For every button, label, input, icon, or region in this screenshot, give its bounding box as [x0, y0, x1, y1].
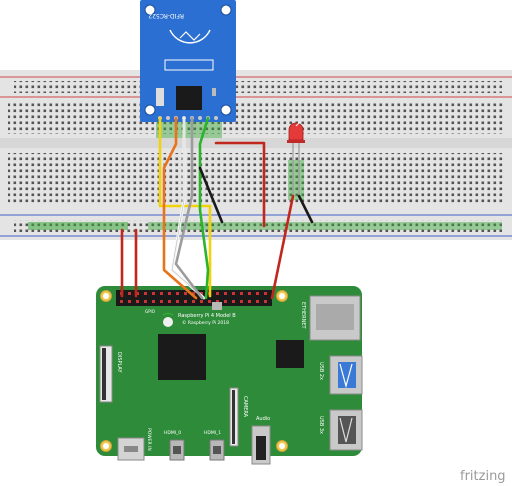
hdmi1-label: HDMI_1	[204, 430, 221, 436]
wire-gray	[174, 116, 204, 300]
gpio-pins	[120, 292, 267, 303]
led-column-highlight	[288, 160, 304, 200]
ethernet-label: ETHERNET	[300, 302, 306, 330]
led-glint	[295, 121, 301, 127]
wire-red-led-column	[214, 141, 266, 228]
wire-orange	[162, 116, 198, 300]
pi-small-part	[212, 302, 222, 310]
pi-usb-controller	[276, 340, 304, 368]
terminal-strip-top	[8, 102, 504, 134]
connected-rail-highlight-2	[148, 222, 502, 230]
rfid-module: RFID-RC522	[140, 0, 236, 122]
rfid-label: RFID-RC522	[148, 12, 184, 19]
rfid-antenna-symbol	[179, 31, 201, 41]
rfid-mount-hole	[144, 4, 156, 16]
raspberry-pi: GPIO Raspberry Pi 4 Model B © Raspberry …	[96, 286, 363, 465]
rfid-header	[156, 114, 220, 122]
wire-black-led-ground	[297, 194, 314, 224]
rfid-antenna-arc	[169, 29, 211, 44]
wire-black-ground	[198, 166, 224, 224]
usb3-label: USB 3x	[318, 416, 324, 434]
pi-model-name: Raspberry Pi 4 Model B	[178, 313, 236, 319]
pi-copyright: © Raspberry Pi 2018	[182, 319, 229, 326]
audio-label: Audio	[256, 416, 270, 422]
raspberry-logo	[162, 312, 174, 327]
rfid-chip	[176, 86, 202, 110]
wire-green	[198, 116, 210, 300]
pi-board	[96, 286, 362, 456]
rfid-mount-hole-4	[220, 104, 232, 116]
rfid-silk-box	[164, 59, 214, 71]
led	[287, 121, 305, 196]
terminal-strip-bottom	[8, 153, 504, 203]
connected-rail-highlight	[28, 222, 128, 230]
hdmi0-label: HDMI_0	[164, 430, 181, 436]
wire-yellow	[158, 116, 212, 298]
gpio-header: GPIO	[116, 290, 272, 314]
fritzing-watermark: fritzing	[460, 469, 506, 484]
wires	[120, 116, 314, 300]
rfid-mount-hole-3	[144, 104, 156, 116]
gpio-label: GPIO	[145, 309, 155, 314]
usb2-label: USB 2x	[318, 362, 324, 380]
breadboard	[0, 70, 512, 240]
power-label: POWER IN	[146, 428, 152, 451]
display-label: DISPLAY	[116, 352, 122, 373]
top-power-rail	[14, 81, 502, 93]
rfid-cap	[212, 88, 216, 96]
pi-soc	[158, 334, 206, 380]
led-body	[288, 122, 304, 141]
camera-label: CAMERA	[242, 396, 248, 418]
wire-red-led-gpio	[270, 194, 295, 300]
rfid-crystal	[156, 88, 164, 106]
rfid-mount-hole-2	[220, 4, 232, 16]
led-rim	[287, 140, 305, 143]
